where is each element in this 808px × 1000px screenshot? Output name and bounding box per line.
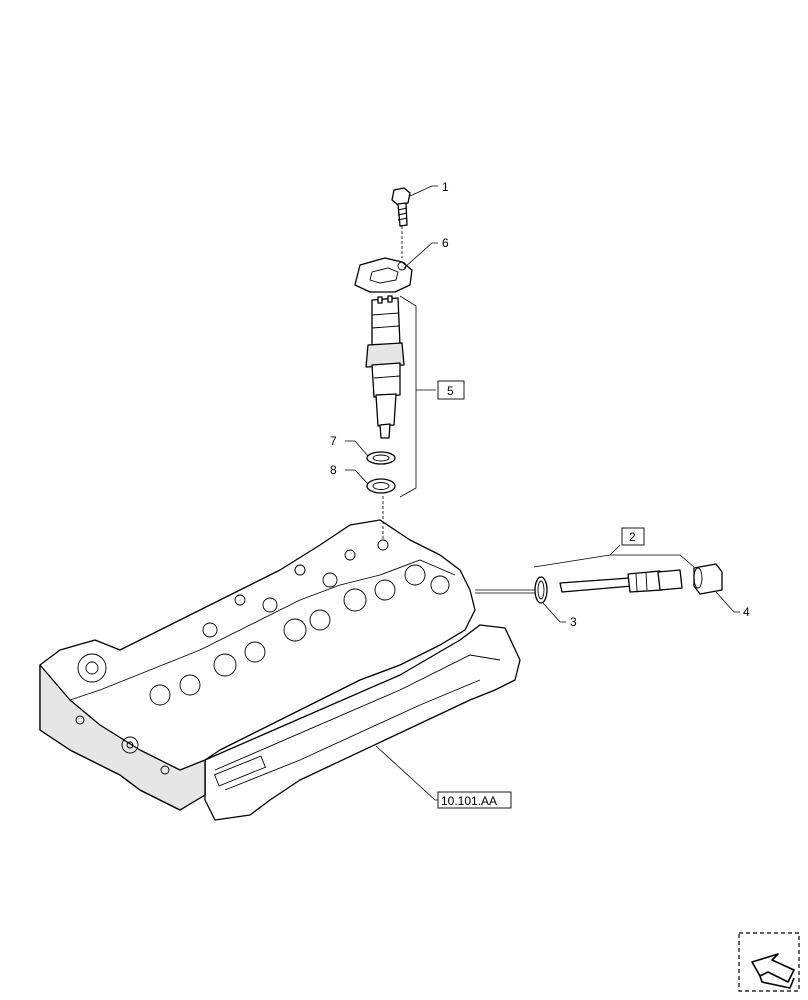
part-7-washer: [366, 451, 396, 465]
callout-5: 5: [447, 384, 454, 398]
reference-box: [437, 791, 512, 809]
callout-8: 8: [330, 463, 337, 477]
callout-1: 1: [442, 180, 449, 194]
part-2-connector-tube: [559, 569, 683, 593]
part-5-injector: [365, 295, 405, 439]
part-1-bolt: [391, 187, 411, 258]
callouts: 1 6 5 7 8 2 3 4 10.101.AA: [330, 180, 750, 809]
callout-7: 7: [330, 434, 337, 448]
callout-4: 4: [743, 605, 750, 619]
part-3-o-ring: [534, 576, 548, 604]
callout-5-box: [437, 380, 465, 400]
next-page-arrow-icon-svg: [738, 932, 800, 992]
part-8-washer: [366, 478, 396, 494]
reference-label: 10.101.AA: [441, 794, 497, 808]
cylinder-head: [39, 519, 521, 821]
callout-2-box: [621, 527, 645, 546]
part-4-nut: [693, 563, 723, 595]
part-6-clamp: [354, 257, 413, 293]
callout-2: 2: [629, 530, 636, 544]
callout-3: 3: [570, 615, 577, 629]
next-page-arrow-icon[interactable]: [738, 932, 800, 992]
callout-6: 6: [442, 236, 449, 250]
